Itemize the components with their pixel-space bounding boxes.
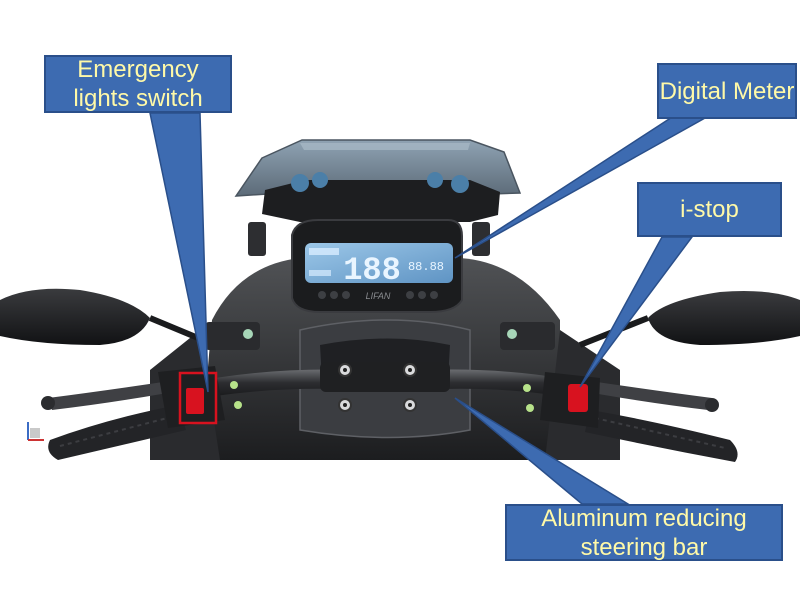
right-grip bbox=[585, 410, 738, 462]
windshield-bracket bbox=[248, 172, 500, 256]
axis-gizmo-icon bbox=[27, 422, 44, 441]
meter-lcd-screen bbox=[305, 243, 453, 283]
left-master-cylinder bbox=[205, 322, 260, 350]
left-brake-lever bbox=[41, 378, 195, 410]
digital-meter: 188 88.88 LIFAN bbox=[291, 219, 463, 313]
i-stop-switch bbox=[568, 384, 588, 412]
callout-pointers bbox=[149, 109, 707, 505]
left-mirror bbox=[0, 288, 217, 348]
meter-speed-readout: 188 bbox=[343, 252, 401, 289]
right-switch-housing bbox=[523, 372, 600, 428]
pointer-emergency bbox=[149, 112, 209, 393]
emergency-switch-highlight-box bbox=[178, 371, 218, 425]
meter-indicator-lights bbox=[318, 291, 438, 299]
meter-brand-logo: LIFAN bbox=[366, 291, 391, 301]
right-master-cylinder bbox=[500, 322, 555, 350]
right-brake-lever bbox=[565, 378, 719, 412]
callout-emergency-lights-switch: Emergency lights switch bbox=[44, 55, 232, 113]
callout-steering-bar: Aluminum reducing steering bar bbox=[505, 504, 783, 561]
pointer-istop bbox=[579, 236, 694, 388]
aluminum-steering-bar bbox=[215, 362, 560, 412]
callout-digital-meter: Digital Meter bbox=[657, 63, 797, 119]
left-grip bbox=[48, 405, 187, 460]
callout-i-stop: i-stop bbox=[637, 182, 782, 237]
emergency-lights-switch bbox=[186, 388, 204, 414]
meter-odometer-readout: 88.88 bbox=[408, 260, 444, 274]
